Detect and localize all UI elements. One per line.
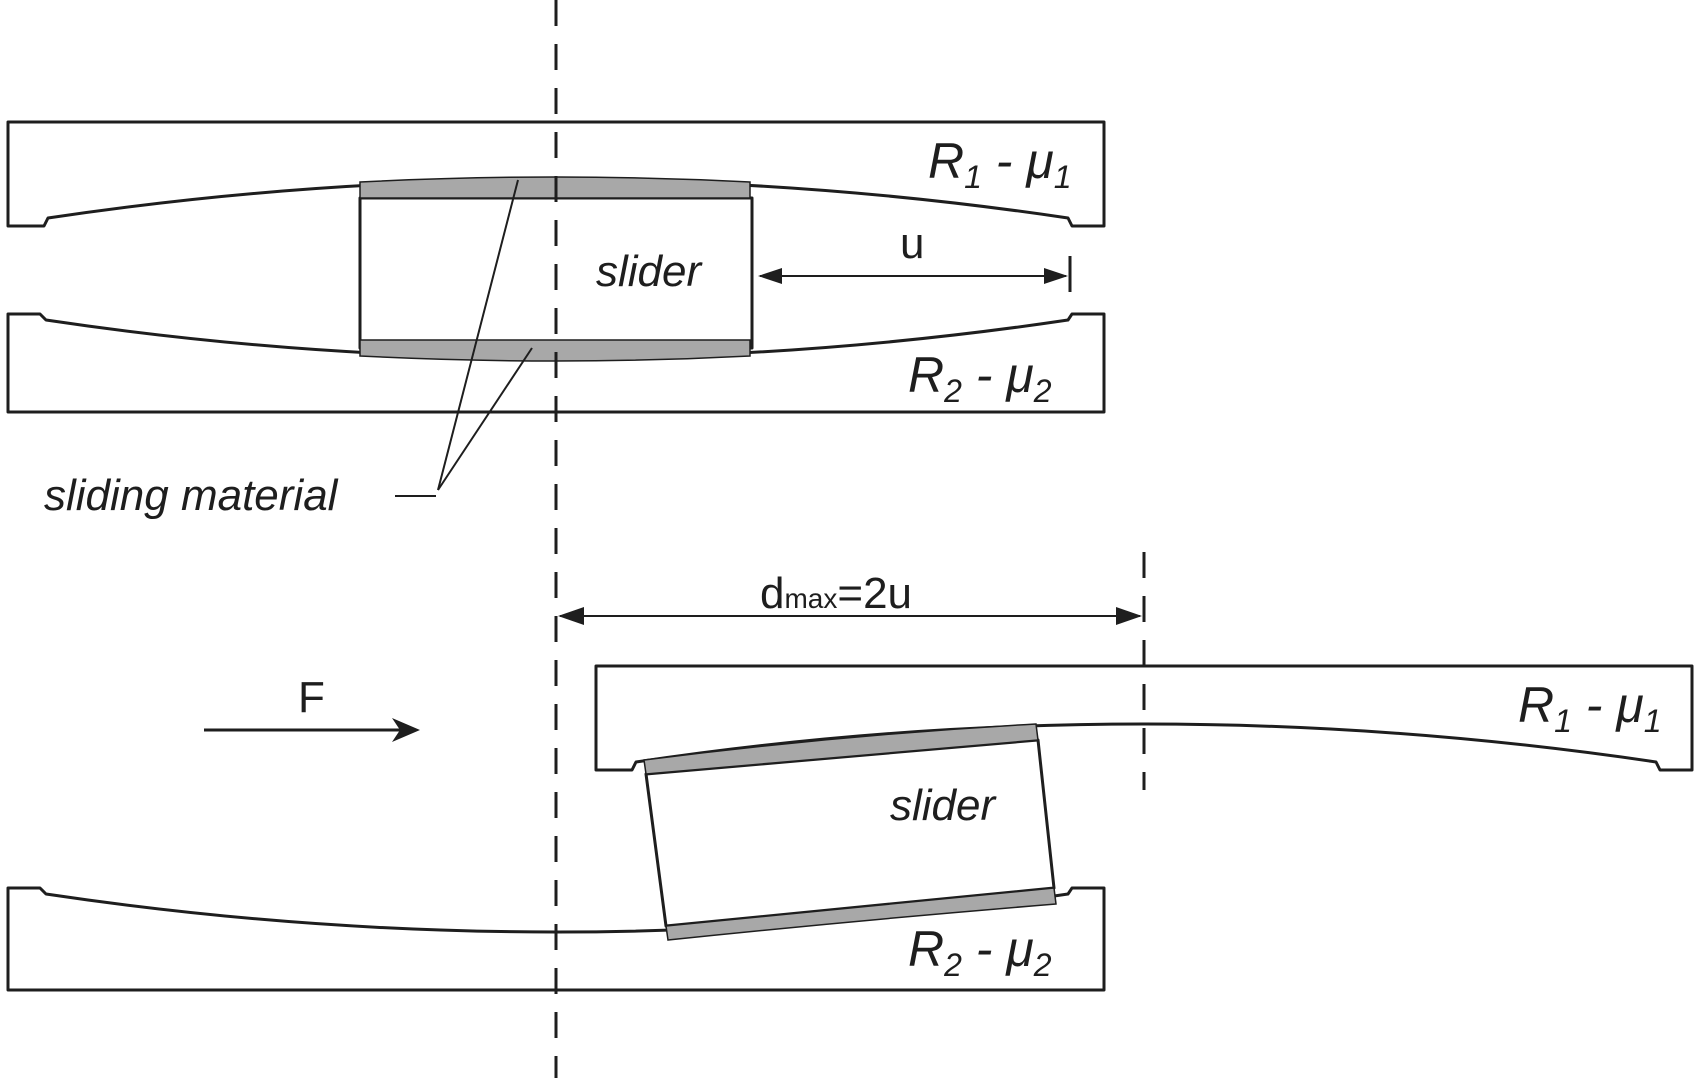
top-slider-lower-pad [359, 339, 751, 362]
top-r2-mu2-label: R2 - μ2 [908, 347, 1052, 409]
leader-line-lower [437, 347, 533, 491]
u-arrowhead-right [1044, 268, 1068, 284]
mu1-subscript: 1 [1644, 703, 1662, 739]
dmax-arrowhead-right [1116, 607, 1142, 625]
bottom-r2-mu2-label: R2 - μ2 [908, 921, 1052, 983]
dmax-arrowhead-left [558, 607, 584, 625]
mu2-subscript: 2 [1033, 373, 1052, 409]
dmax-label: dmax=2u [760, 569, 912, 618]
r2-main-text: R [908, 347, 944, 403]
dmax-rest-text: =2u [837, 569, 912, 618]
mu2-main-text: - μ [962, 921, 1034, 977]
u-arrowhead-left [758, 268, 782, 284]
sliding-material-label: sliding material [44, 471, 339, 520]
leader-line-upper [437, 179, 519, 491]
r2-main-text: R [908, 921, 944, 977]
force-arrowhead [392, 718, 420, 742]
top-r1-mu1-label: R1 - μ1 [928, 133, 1072, 195]
bottom-slider-lower-pad [665, 887, 1057, 941]
r1-main-text: R [1518, 677, 1554, 733]
r1-main-text: R [928, 133, 964, 189]
force-label: F [298, 673, 325, 722]
r2-subscript: 2 [943, 947, 962, 983]
bottom-slider-label: slider [890, 781, 997, 830]
top-slider-label: slider [596, 247, 703, 296]
dmax-subscript: max [784, 583, 837, 614]
bottom-slider-upper-pad [643, 723, 1039, 775]
mu1-main-text: - μ [982, 133, 1054, 189]
mu2-subscript: 2 [1033, 947, 1052, 983]
r2-subscript: 2 [943, 373, 962, 409]
bottom-r1-mu1-label: R1 - μ1 [1518, 677, 1662, 739]
dmax-main-text: d [760, 569, 784, 618]
mu2-main-text: - μ [962, 347, 1034, 403]
mu1-subscript: 1 [1054, 159, 1072, 195]
r1-subscript: 1 [964, 159, 982, 195]
r1-subscript: 1 [1554, 703, 1572, 739]
u-label: u [900, 219, 924, 268]
mu1-main-text: - μ [1572, 677, 1644, 733]
